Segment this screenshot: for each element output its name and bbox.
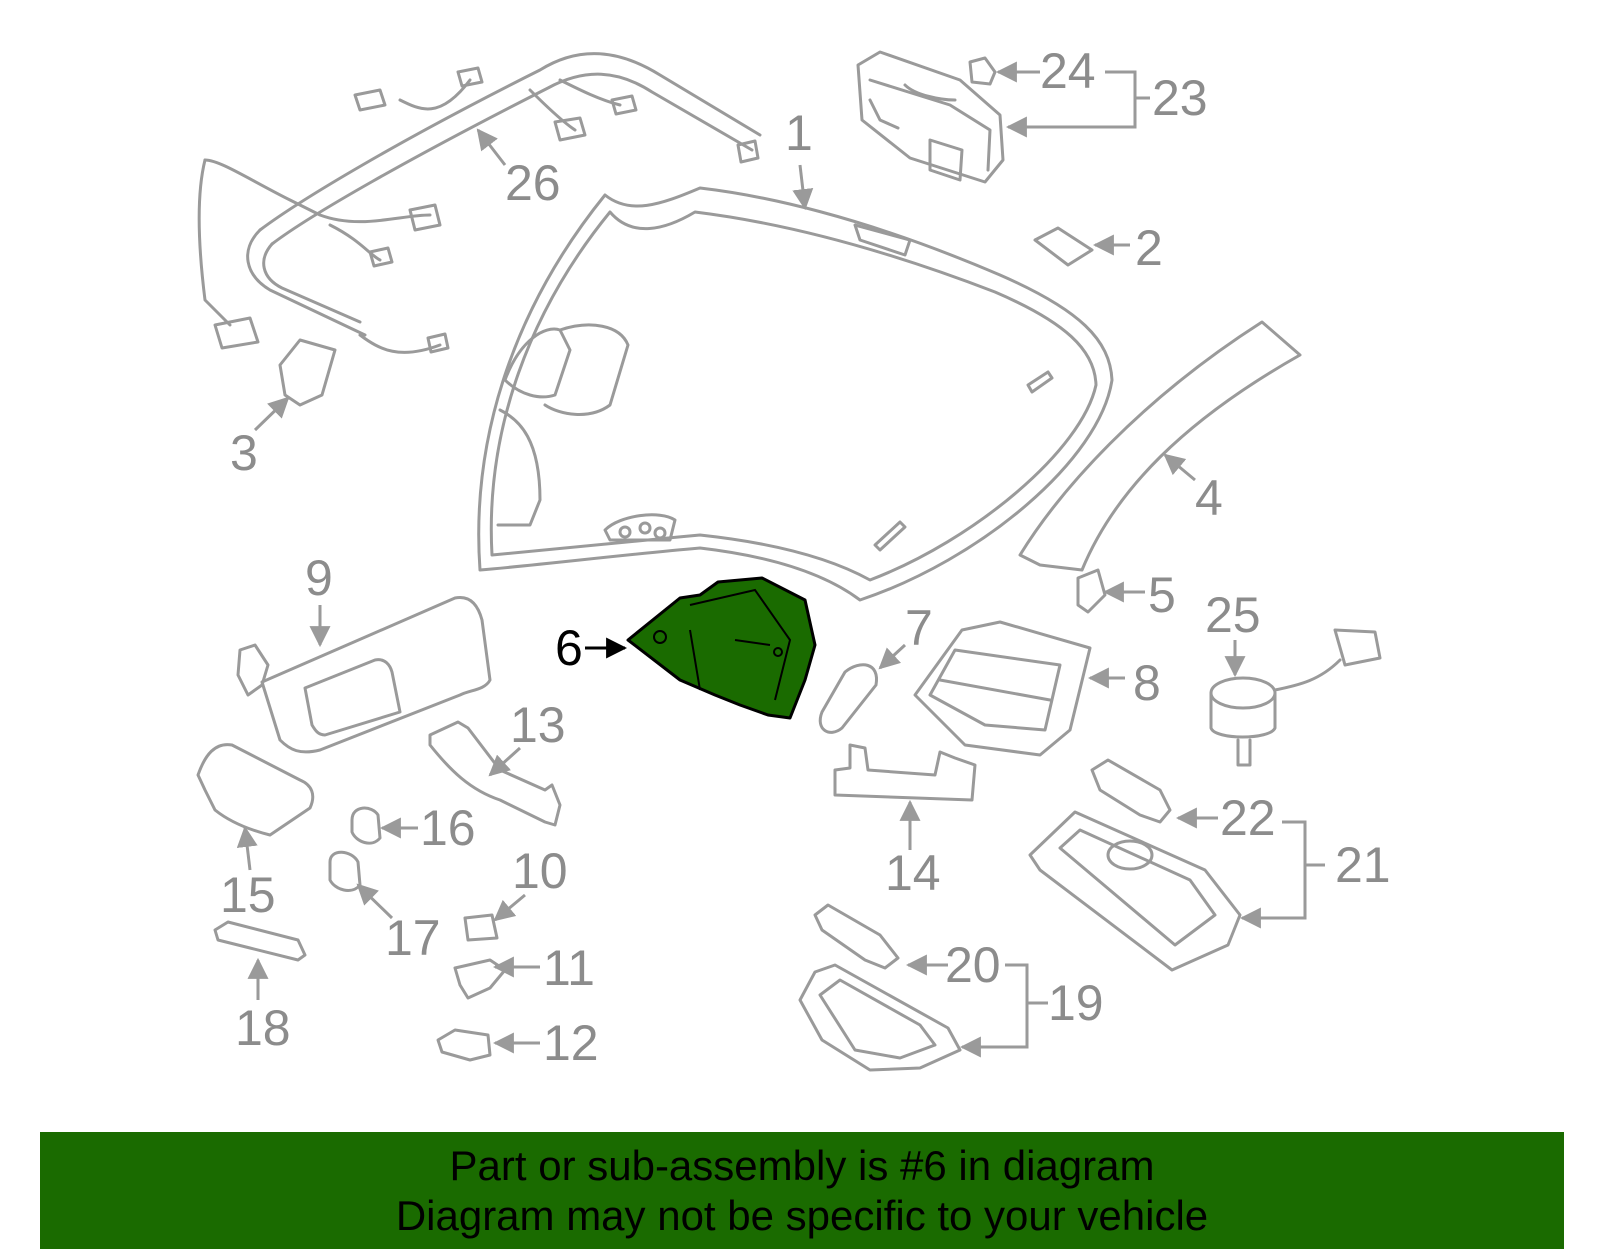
seal-17-drawing [328, 850, 362, 892]
cover-12-drawing [436, 1028, 492, 1062]
label-20: 20 [945, 937, 1001, 993]
info-banner: Part or sub-assembly is #6 in diagram Di… [40, 1132, 1564, 1249]
label-16: 16 [420, 800, 476, 856]
clip-5-drawing [1076, 568, 1107, 614]
label-21: 21 [1335, 837, 1391, 893]
grab-handle-13-drawing [428, 720, 562, 827]
label-10: 10 [512, 843, 568, 899]
label-25: 25 [1205, 587, 1261, 643]
label-11: 11 [543, 940, 595, 996]
sun-visor-drawing [236, 595, 492, 754]
label-8: 8 [1133, 655, 1161, 711]
seal-16-drawing [350, 806, 382, 845]
bracket-14-drawing [833, 743, 977, 802]
storage-tray-drawing [913, 620, 1092, 757]
label-22: 22 [1220, 790, 1276, 846]
bracket-11-drawing [453, 958, 507, 1000]
label-18: 18 [235, 1000, 291, 1056]
label-1: 1 [785, 105, 813, 161]
label-2: 2 [1135, 220, 1163, 276]
label-5: 5 [1148, 567, 1176, 623]
bulb-20-drawing [813, 903, 900, 970]
vanity-lamp-15-drawing [196, 743, 315, 837]
label-24: 24 [1040, 43, 1096, 99]
banner-line-2: Diagram may not be specific to your vehi… [395, 1191, 1209, 1239]
label-19: 19 [1048, 975, 1104, 1031]
reading-lamp-19-drawing [798, 963, 962, 1072]
label-17: 17 [385, 910, 441, 966]
wiring-harness-drawing [197, 52, 762, 354]
bulb-22-drawing [1090, 758, 1172, 824]
sensor-25-drawing [1209, 628, 1382, 767]
headliner-drawing [477, 186, 1114, 602]
parts-diagram: 1 2 3 4 5 6 7 8 9 10 11 12 13 14 15 16 1… [196, 43, 1391, 1072]
banner-line-1: Part or sub-assembly is #6 in diagram [449, 1141, 1155, 1189]
highlighted-part-6-hole [653, 630, 667, 644]
pad-drawing [1033, 226, 1094, 267]
coat-hook-18-drawing [213, 920, 307, 962]
dome-lamp-21-drawing [1028, 810, 1242, 972]
highlighted-part-6 [626, 576, 817, 720]
pillar-trim-drawing [1018, 320, 1302, 572]
label-14: 14 [885, 845, 941, 901]
leader-lines [236, 61, 1325, 1058]
label-12: 12 [543, 1015, 599, 1071]
label-6: 6 [555, 620, 583, 676]
label-7: 7 [905, 600, 933, 656]
highlighted-part-6-hole [773, 647, 783, 657]
console-drawing [856, 50, 1005, 184]
highlighted-part-6-detail [689, 588, 792, 701]
label-3: 3 [230, 425, 258, 481]
label-13: 13 [510, 697, 566, 753]
label-23: 23 [1152, 70, 1208, 126]
clip-10-drawing [463, 913, 499, 942]
label-9: 9 [305, 550, 333, 606]
label-4: 4 [1195, 470, 1223, 526]
label-26: 26 [505, 155, 561, 211]
seal-7-drawing [818, 663, 878, 734]
label-15: 15 [220, 867, 276, 923]
pad-3-drawing [278, 338, 337, 407]
